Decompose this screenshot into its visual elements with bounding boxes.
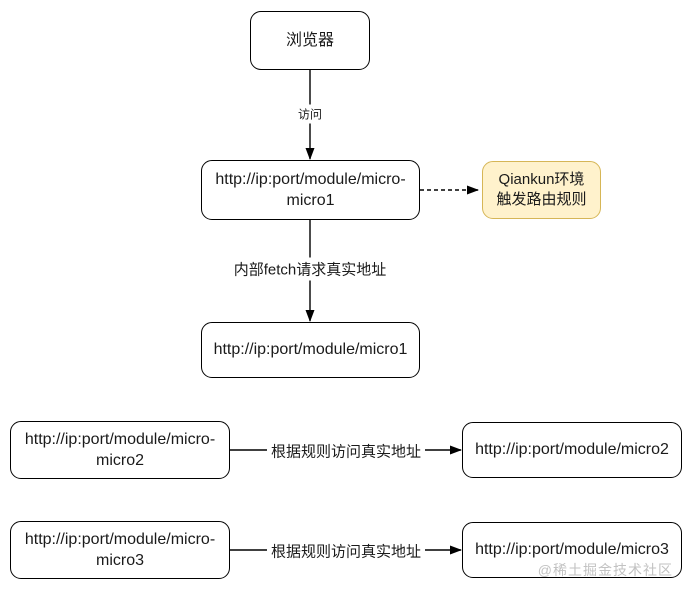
node-micro2-url: http://ip:port/module/micro2 (462, 422, 682, 478)
watermark-text: @稀土掘金技术社区 (537, 562, 673, 578)
node-micro-micro1-url: http://ip:port/module/micro- micro1 (201, 160, 420, 220)
node-micro-micro2-url: http://ip:port/module/micro- micro2 (10, 421, 230, 479)
edge-label-internal-fetch: 内部fetch请求真实地址 (229, 257, 391, 281)
edge-label-rule-micro3: 根据规则访问真实地址 (266, 539, 426, 563)
node-micro-micro3-url: http://ip:port/module/micro- micro3 (10, 521, 230, 579)
node-micro3-url: http://ip:port/module/micro3 (462, 522, 682, 578)
edge-label-rule-micro2: 根据规则访问真实地址 (266, 439, 426, 463)
node-micro1-url: http://ip:port/module/micro1 (201, 322, 420, 378)
node-qiankun-route-note: Qiankun环境 触发路由规则 (482, 161, 601, 219)
node-browser: 浏览器 (250, 11, 370, 70)
edge-label-visit: 访问 (293, 104, 327, 124)
